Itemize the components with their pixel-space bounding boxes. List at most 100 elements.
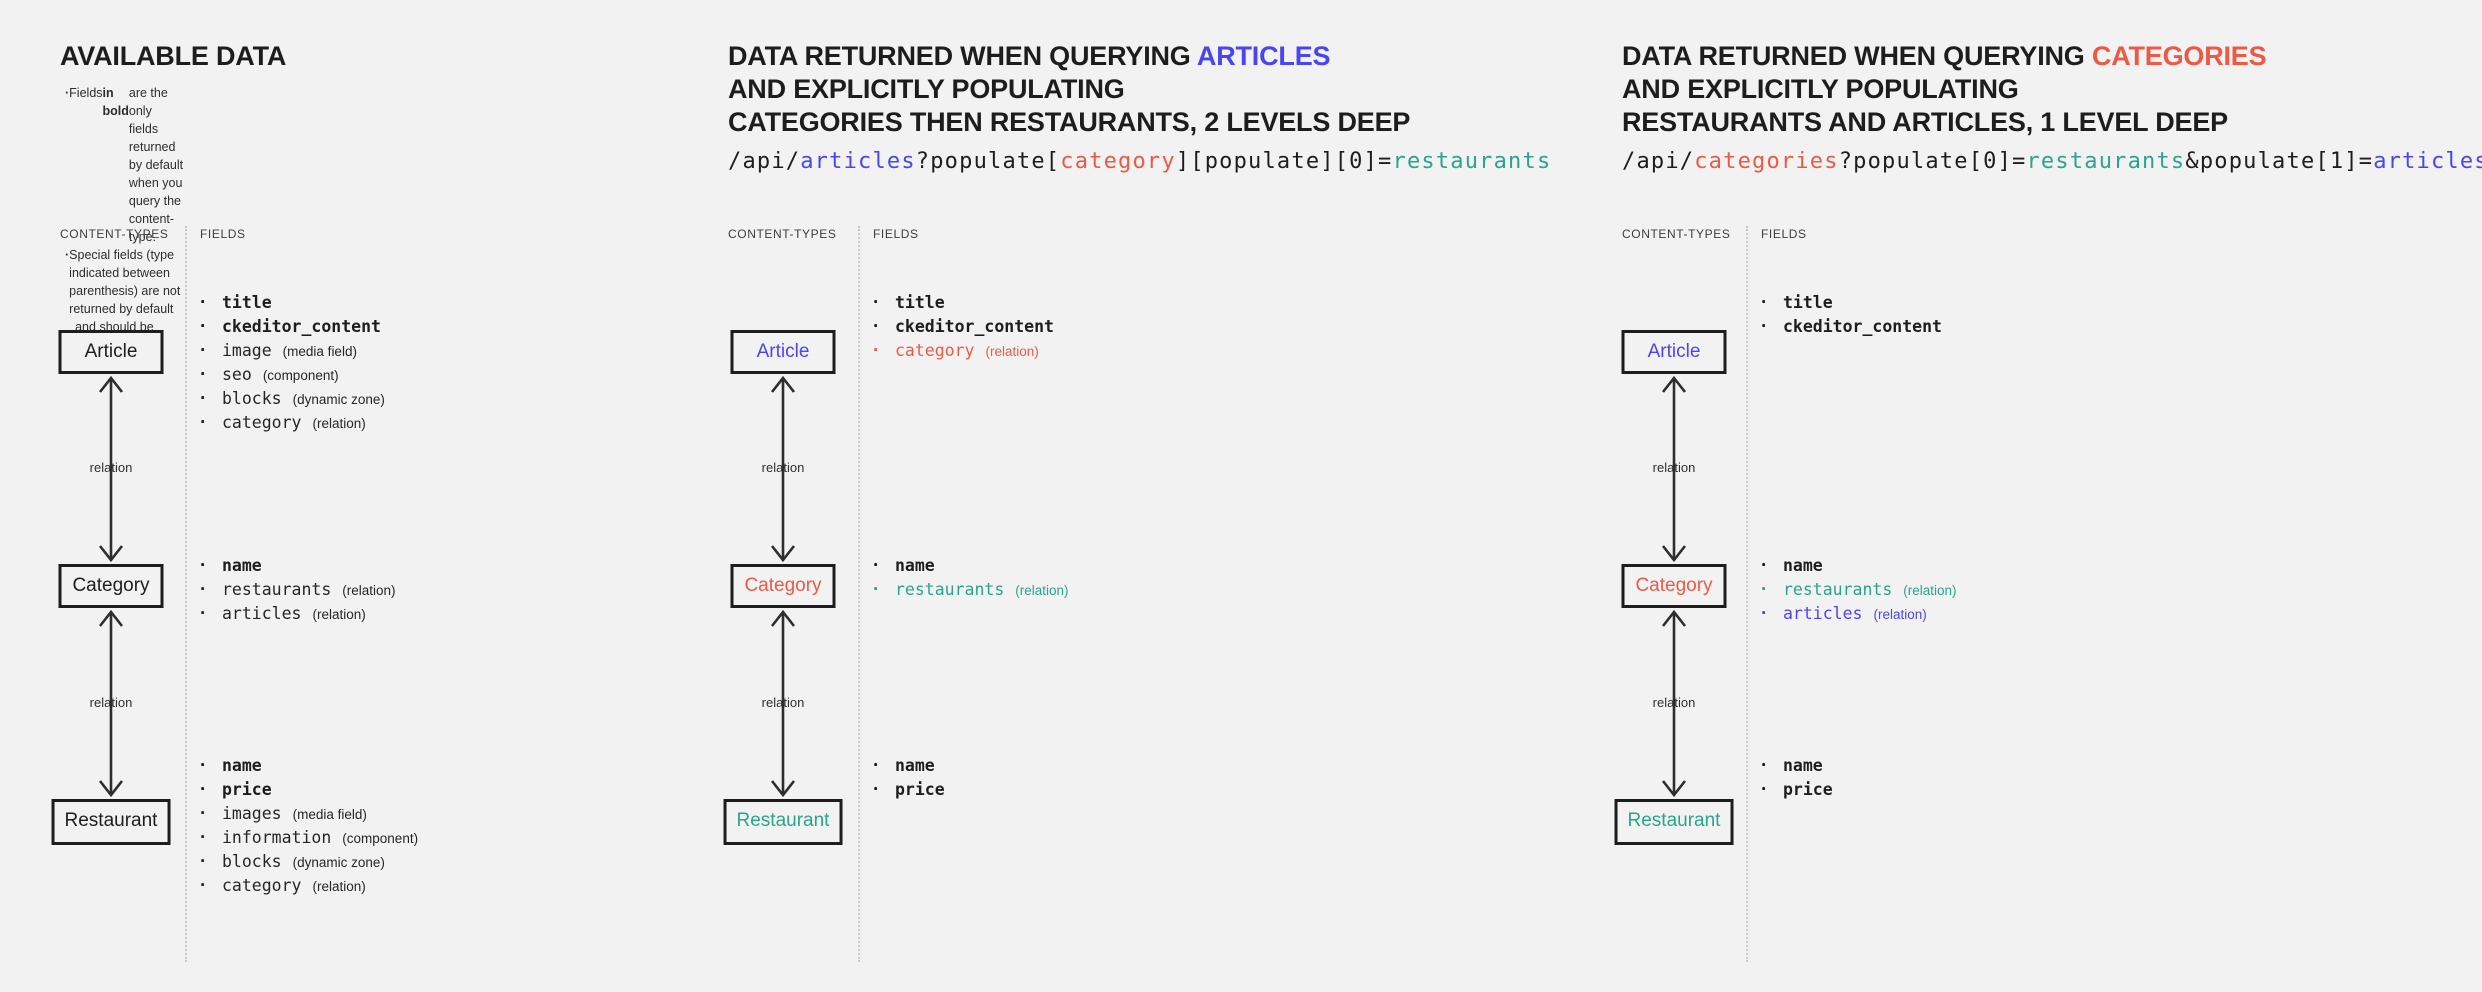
field-bullet-icon: · (1761, 316, 1768, 337)
field-name: title (895, 293, 945, 312)
field-name: articles (1783, 604, 1863, 623)
field-bullet-icon: · (1761, 779, 1768, 800)
heading-text: AND EXPLICITLY POPULATING (1622, 74, 2019, 104)
section-heading: AVAILABLE DATA (60, 40, 286, 73)
url-segment: ][populate][0]= (1175, 149, 1393, 174)
field-item: ·restaurants(relation) (873, 578, 1069, 602)
content-type-box-category: Category (58, 564, 164, 608)
field-item: ·name (200, 554, 396, 578)
field-type: (relation) (985, 344, 1039, 359)
field-name: image (222, 341, 272, 360)
field-group-category: ·name·restaurants(relation) (873, 554, 1069, 602)
note-bullet-icon: · (65, 248, 70, 262)
field-bullet-icon: · (200, 803, 207, 824)
content-type-label: Restaurant (1627, 810, 1721, 831)
relation-label: relation (1652, 460, 1696, 475)
field-name: blocks (222, 389, 282, 408)
fields-label: FIELDS (873, 227, 919, 241)
relation-arrow-icon (1661, 375, 1687, 563)
content-type-box-category: Category (1621, 564, 1727, 608)
heading-line: DATA RETURNED WHEN QUERYING ARTICLES (728, 40, 1410, 73)
note-bullet-icon: · (65, 86, 70, 100)
field-item: · title (873, 291, 1054, 315)
field-name: category (895, 341, 975, 360)
field-name: name (1783, 756, 1823, 775)
field-bullet-icon: · (200, 827, 207, 848)
field-bullet-icon: · (200, 316, 207, 337)
field-bullet-icon: · (873, 340, 880, 361)
content-type-box-restaurant: Restaurant (723, 799, 843, 845)
field-bullet-icon: · (873, 292, 880, 313)
field-name: restaurants (222, 580, 332, 599)
content-type-label: Restaurant (64, 810, 158, 831)
heading-text: CATEGORIES (2091, 41, 2267, 71)
field-name: name (895, 756, 935, 775)
field-group-article: ·title·ckeditor_content (1761, 291, 1942, 339)
url-segment: ?populate[0]= (1838, 149, 2027, 174)
field-name: title (1783, 293, 1833, 312)
field-item: ·name (1761, 554, 1957, 578)
field-item: ·name (873, 754, 945, 778)
field-bullet-icon: · (1761, 555, 1768, 576)
heading-line: CATEGORIES THEN RESTAURANTS, 2 LEVELS DE… (728, 106, 1410, 139)
field-item: ·category(relation) (200, 411, 385, 435)
field-bullet-icon: · (200, 364, 207, 385)
content-type-label: Article (1647, 341, 1701, 362)
field-name: images (222, 804, 282, 823)
url-segment: categories (1694, 149, 1839, 174)
field-item: ·title (200, 291, 385, 315)
fields-label: FIELDS (200, 227, 246, 241)
field-type: (relation) (312, 416, 366, 431)
field-item: ·articles(relation) (200, 602, 396, 626)
heading-line: AND EXPLICITLY POPULATING (1622, 73, 2266, 106)
field-item: ·information(component) (200, 826, 418, 850)
field-group-category: ·name·restaurants(relation)·articles(rel… (1761, 554, 1957, 626)
field-type: (dynamic zone) (292, 855, 385, 870)
field-item: ·blocks(dynamic zone) (200, 387, 385, 411)
heading-text: AVAILABLE DATA (60, 41, 287, 71)
content-type-box-category: Category (730, 564, 836, 608)
url-segment: restaurants (2026, 149, 2186, 174)
field-item: ·category(relation) (200, 874, 418, 898)
field-bullet-icon: · (873, 579, 880, 600)
url-segment: articles (800, 149, 916, 174)
url-segment: category (1060, 149, 1176, 174)
field-bullet-icon: · (200, 779, 207, 800)
field-type: (relation) (1873, 607, 1927, 622)
field-bullet-icon: · (873, 316, 880, 337)
field-type: (relation) (312, 607, 366, 622)
field-bullet-icon: · (200, 388, 207, 409)
field-item: ·title (1761, 291, 1942, 315)
content-types-label: CONTENT-TYPES (1622, 227, 1731, 241)
field-name: seo (222, 365, 252, 384)
field-item: · category (relation) (873, 339, 1054, 363)
api-url: /api/categories?populate[0]=restaurants&… (1622, 149, 2482, 174)
field-item: ·image(media field) (200, 339, 385, 363)
field-group-restaurant: ·name·price (1761, 754, 1833, 802)
field-bullet-icon: · (200, 579, 207, 600)
heading-line: DATA RETURNED WHEN QUERYING CATEGORIES (1622, 40, 2267, 73)
field-group-article: ·title·ckeditor_content·image(media fiel… (200, 291, 385, 435)
note-text: in bold (102, 86, 129, 118)
field-item: ·restaurants(relation) (200, 578, 396, 602)
url-segment: restaurants (1392, 149, 1552, 174)
note-text: are the only fields returned by default … (128, 86, 184, 244)
field-group-category: ·name· restaurants (relation)·articles(rel… (200, 554, 396, 626)
field-item: · ckeditor_content (873, 315, 1054, 339)
field-item: · seo (component) (200, 363, 385, 387)
field-type: (relation) (312, 879, 366, 894)
content-type-label: Category (744, 575, 822, 596)
content-type-label: Article (84, 341, 138, 362)
field-name: category (222, 413, 302, 432)
field-name: ckeditor_content (895, 317, 1054, 336)
url-segment: /api/ (728, 149, 801, 174)
field-type: (component) (262, 368, 339, 383)
field-bullet-icon: · (200, 851, 207, 872)
field-group-restaurant: ·name·price (873, 754, 945, 802)
field-type: (relation) (1015, 583, 1069, 598)
field-group-article: · title · ckeditor_content · category (relatio… (873, 291, 1054, 363)
heading-text: DATA RETURNED WHEN QUERYING (728, 41, 1197, 71)
field-item: ·images(media field) (200, 802, 418, 826)
